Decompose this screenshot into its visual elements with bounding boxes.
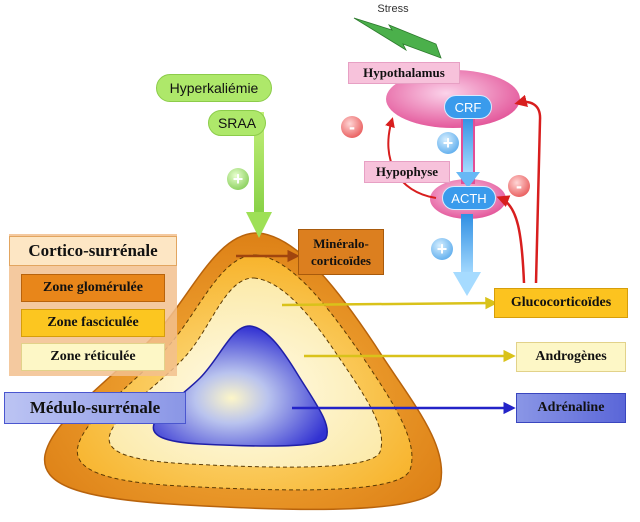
mineralo-line-1: Minéralo- [313, 236, 369, 251]
plus-sign-crf-icon: + [437, 132, 459, 154]
hyperkaliemie-label: Hyperkaliémie [156, 74, 272, 102]
mineralo-line-2: corticoïdes [311, 253, 371, 268]
zone-reticulee-label: Zone réticulée [21, 343, 165, 371]
feedback-arrow-hypophyse [496, 195, 526, 284]
acth-arrow-shaft [461, 214, 473, 276]
mineralocorticoides-label: Minéralo- corticoïdes [298, 229, 384, 275]
glucocorticoides-label: Glucocorticoïdes [494, 288, 628, 318]
sraa-label: SRAA [208, 110, 266, 136]
sraa-arrow-shaft [254, 112, 264, 216]
sraa-arrow-head [246, 212, 272, 238]
feedback-arrow-hypophyse-to-hypothalamus [385, 117, 437, 199]
acth-label: ACTH [442, 186, 496, 210]
gluco-arrow [281, 296, 498, 310]
acth-arrow-head [453, 272, 481, 296]
crf-arrow-head [456, 172, 480, 188]
medulla-zone [152, 325, 328, 447]
crf-label: CRF [444, 95, 492, 119]
medulo-surrenale-label: Médulo-surrénale [4, 392, 186, 424]
zone-fasciculee-label: Zone fasciculée [21, 309, 165, 337]
crf-arrow-shaft [463, 116, 473, 174]
plus-sign-sraa-icon: + [227, 168, 249, 190]
hypophyse-label: Hypophyse [364, 161, 450, 183]
minus-sign-hypothalamus-icon: - [341, 116, 363, 138]
feedback-arrow-hypothalamus [514, 94, 542, 284]
stress-label: Stress [377, 3, 409, 15]
minus-sign-hypophyse-icon: - [508, 175, 530, 197]
zone-glomerulee-label: Zone glomérulée [21, 274, 165, 302]
stress-lightning-icon [353, 17, 442, 59]
cortico-surrenale-label: Cortico-surrénale [9, 236, 177, 266]
androgenes-label: Androgènes [516, 342, 626, 372]
plus-sign-acth-icon: + [431, 238, 453, 260]
hypothalamus-label: Hypothalamus [348, 62, 460, 84]
adrenaline-label: Adrénaline [516, 393, 626, 423]
